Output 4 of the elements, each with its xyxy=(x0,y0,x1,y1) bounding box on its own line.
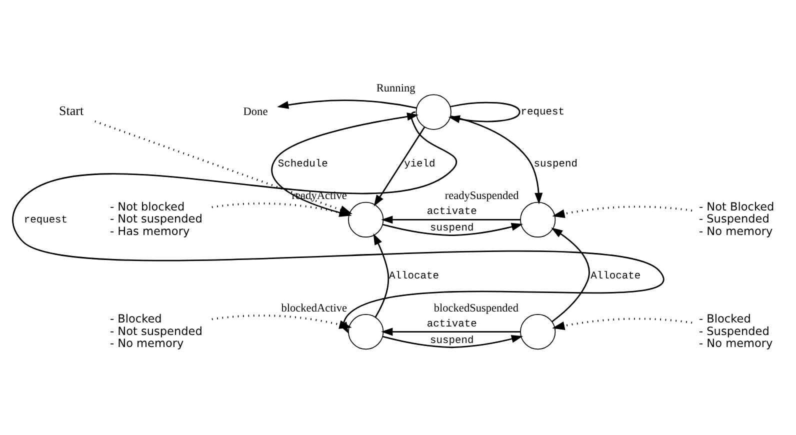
node-label: Running xyxy=(376,82,416,94)
node-text: - Blocked - Suspended - No memory xyxy=(699,312,773,350)
node-text: - Not Blocked - Suspended - No memory xyxy=(699,200,774,238)
edge-label: suspend xyxy=(430,334,474,346)
